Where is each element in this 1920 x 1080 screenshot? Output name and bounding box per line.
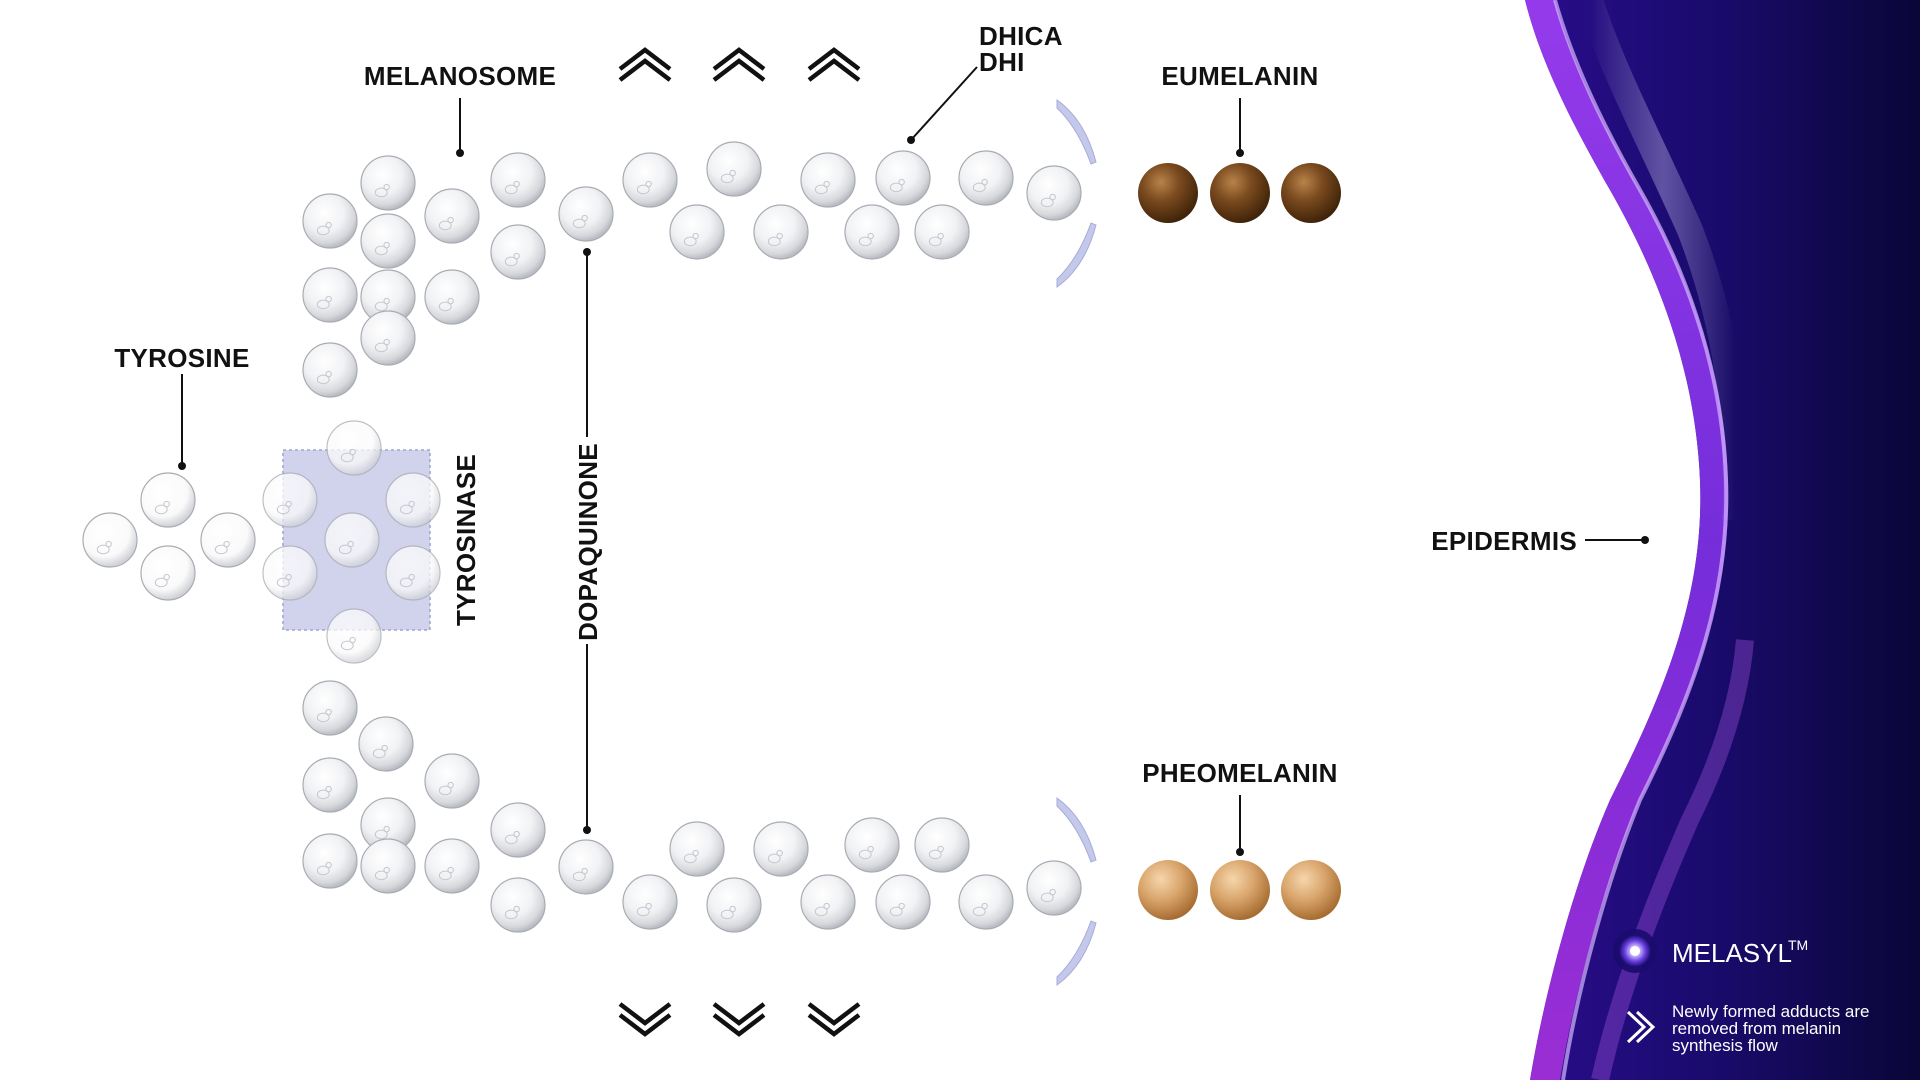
molecule-bubble [669, 821, 725, 877]
molecule-bubble [302, 342, 358, 398]
molecule-bubble [262, 472, 318, 528]
molecule-bubble [385, 545, 441, 601]
molecule-bubble [844, 204, 900, 260]
molecule-bubble [490, 877, 546, 933]
epidermis-label: EPIDERMIS [1431, 526, 1577, 556]
molecule-bubble [753, 821, 809, 877]
chevron-up-icon [618, 47, 672, 82]
molecule-bubble [302, 267, 358, 323]
dhi-label: DHI [979, 47, 1025, 77]
legend-brand: MELASYL [1672, 938, 1792, 968]
dhica-label: DHICA [979, 21, 1063, 51]
membrane-arcs [1056, 99, 1097, 986]
molecule-bubble [669, 204, 725, 260]
molecule-bubble [324, 512, 380, 568]
molecule-bubble [82, 512, 138, 568]
chevron-down-icon [712, 1002, 766, 1037]
pheomelanin-sphere [1138, 860, 1198, 920]
glowing-orb-icon [1613, 929, 1657, 973]
molecule-bubble [490, 152, 546, 208]
molecule-bubble [490, 802, 546, 858]
molecule-bubble [360, 838, 416, 894]
chevron-up-icon [712, 47, 766, 82]
legend-note-line2: removed from melanin [1672, 1019, 1841, 1038]
molecule-bubble [875, 874, 931, 930]
molecule-bubble [302, 757, 358, 813]
molecule-bubble [958, 874, 1014, 930]
molecule-bubble [753, 204, 809, 260]
molecule-bubble [360, 213, 416, 269]
molecule-bubble [706, 141, 762, 197]
molecule-bubble [326, 608, 382, 664]
molecule-bubble [302, 833, 358, 889]
chevrons-up [618, 47, 861, 82]
molecule-bubble [360, 155, 416, 211]
epidermis-illustration [1525, 0, 1920, 1080]
legend: MELASYL TM Newly formed adducts are remo… [1613, 929, 1869, 1055]
pheomelanin-label: PHEOMELANIN [1142, 758, 1337, 788]
molecule-bubble [424, 753, 480, 809]
molecule-bubble [360, 310, 416, 366]
chevrons-down [618, 1002, 861, 1037]
chevron-down-icon [618, 1002, 672, 1037]
pheomelanin-sphere [1281, 860, 1341, 920]
molecule-bubble [1026, 860, 1082, 916]
chevron-down-icon [807, 1002, 861, 1037]
molecule-bubble [140, 545, 196, 601]
tyrosine-label: TYROSINE [114, 343, 249, 373]
molecule-bubble [558, 186, 614, 242]
molecule-bubble [1026, 165, 1082, 221]
molecule-bubble [302, 680, 358, 736]
dopaquinone-label: DOPAQUINONE [573, 443, 603, 641]
eumelanin-sphere [1210, 163, 1270, 223]
molecule-bubble [622, 152, 678, 208]
molecule-bubble [490, 224, 546, 280]
pheomelanin-sphere [1210, 860, 1270, 920]
double-chevron-right-icon [1626, 1010, 1656, 1044]
molecule-bubble [914, 204, 970, 260]
molecule-bubble [800, 152, 856, 208]
leader-lines [178, 66, 1649, 856]
molecule-bubble [914, 817, 970, 873]
tyrosinase-label: TYROSINASE [451, 454, 481, 626]
molecule-bubble [424, 269, 480, 325]
eumelanin-sphere [1138, 163, 1198, 223]
molecule-bubble [800, 874, 856, 930]
eumelanin-label: EUMELANIN [1161, 61, 1318, 91]
molecule-bubble [358, 716, 414, 772]
molecule-bubble [385, 472, 441, 528]
molecule-bubble [140, 472, 196, 528]
molecule-bubble [706, 877, 762, 933]
legend-brand-mark: TM [1788, 937, 1808, 953]
molecule-bubble [844, 817, 900, 873]
molecule-bubble [326, 420, 382, 476]
molecule-bubble [302, 193, 358, 249]
molecule-bubble [262, 545, 318, 601]
legend-note-line1: Newly formed adducts are [1672, 1002, 1869, 1021]
molecule-bubbles [82, 141, 1082, 933]
molecule-bubble [424, 838, 480, 894]
chevron-up-icon [807, 47, 861, 82]
molecule-bubble [622, 874, 678, 930]
molecule-bubble [875, 150, 931, 206]
molecule-bubble [424, 188, 480, 244]
molecule-bubble [958, 150, 1014, 206]
melanosome-label: MELANOSOME [364, 61, 556, 91]
legend-note-line3: synthesis flow [1672, 1036, 1779, 1055]
molecule-bubble [200, 512, 256, 568]
pigment-spheres [1138, 163, 1341, 920]
eumelanin-sphere [1281, 163, 1341, 223]
molecule-bubble [558, 839, 614, 895]
